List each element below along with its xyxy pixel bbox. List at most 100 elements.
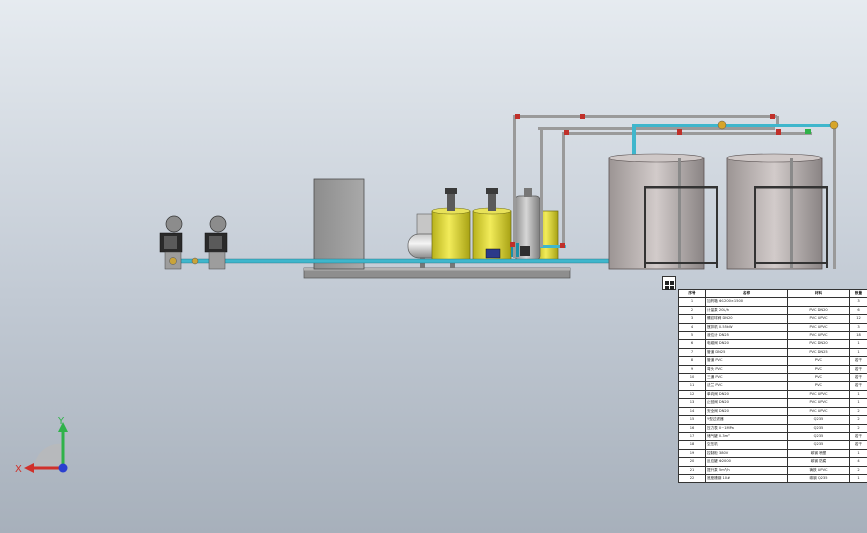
bom-cell-material: PVC UPVC: [787, 322, 850, 333]
bom-header-row: 序号 名称 材料 数量: [678, 288, 867, 299]
bom-cell-index: 3: [678, 314, 706, 324]
tank-platform-2[interactable]: [754, 186, 828, 268]
control-cabinet[interactable]: [313, 178, 365, 270]
table-anchor-move-icon[interactable]: [662, 276, 676, 290]
bom-cell-index: 20: [678, 457, 706, 467]
bom-cell-qty: 1: [849, 473, 867, 484]
bom-cell-name: 计量泵 20L/h: [705, 305, 788, 316]
base-skid[interactable]: [303, 267, 571, 279]
bom-header-index: 序号: [678, 288, 706, 299]
bom-cell-qty: 2: [849, 465, 867, 475]
bom-cell-name: 止回阀 DN20: [705, 398, 788, 408]
bom-cell-name: 管道 DN25: [705, 347, 788, 358]
bom-cell-name: 电磁阀 DN20: [705, 339, 788, 349]
bom-cell-qty: 1: [849, 347, 867, 358]
bom-cell-material: Q235: [787, 440, 850, 450]
bom-cell-index: 6: [678, 339, 706, 349]
axis-y-label: Y: [57, 416, 65, 427]
bom-cell-qty: 若干: [849, 373, 867, 383]
bom-cell-name: 搅拌机 0.55kW: [705, 322, 788, 333]
bom-cell-material: PVC: [787, 364, 850, 375]
bom-cell-index: 11: [678, 381, 706, 391]
reaction-tank-2[interactable]: [726, 153, 823, 270]
bom-cell-index: 4: [678, 322, 706, 333]
bom-cell-material: Q235: [787, 415, 850, 425]
bom-cell-qty: 1: [849, 339, 867, 349]
bom-cell-material: PVC DN20: [787, 339, 850, 349]
bom-cell-qty: 12: [849, 314, 867, 324]
bom-cell-qty: 2: [849, 423, 867, 433]
bom-cell-name: 底座槽钢 10#: [705, 473, 788, 484]
bom-header-material: 材料: [787, 288, 850, 299]
bom-cell-qty: 1: [849, 448, 867, 459]
tank-platform-1[interactable]: [644, 186, 718, 268]
bom-cell-qty: 6: [849, 305, 867, 316]
bom-cell-index: 18: [678, 440, 706, 450]
bom-cell-index: 10: [678, 373, 706, 383]
axis-x-arrow: [24, 463, 34, 473]
bom-cell-index: 16: [678, 423, 706, 433]
bom-cell-material: 碳钢 喷塑: [787, 448, 850, 459]
bom-header-qty: 数量: [849, 288, 867, 299]
bom-cell-material: PVC: [787, 373, 850, 383]
lift-pump-2[interactable]: [191, 215, 228, 270]
bom-cell-name: 控制柜 380V: [705, 448, 788, 459]
bom-cell-qty: 3: [849, 322, 867, 333]
bom-cell-qty: 若干: [849, 440, 867, 450]
coordinate-triad-icon: Y X: [15, 416, 68, 475]
bom-cell-material: PVC UPVC: [787, 389, 850, 400]
bom-cell-qty: 2: [849, 415, 867, 425]
bom-cell-name: 空压机: [705, 440, 788, 450]
bom-cell-qty: 若干: [849, 381, 867, 391]
axis-y-arrow: [58, 422, 68, 432]
bom-cell-name: 单向阀 DN20: [705, 389, 788, 400]
bom-cell-name: 管道 PVC: [705, 356, 788, 366]
bom-cell-qty: 18: [849, 331, 867, 341]
bom-cell-qty: 3: [849, 297, 867, 307]
bom-cell-index: 2: [678, 305, 706, 316]
dosing-tank-1[interactable]: [431, 188, 471, 262]
bom-cell-index: 8: [678, 356, 706, 366]
bom-cell-name: 安全阀 DN20: [705, 406, 788, 417]
bom-cell-index: 19: [678, 448, 706, 459]
axis-z-dot: [58, 463, 68, 473]
bom-cell-material: 碳钢 防腐: [787, 457, 850, 467]
bom-cell-material: Q235: [787, 423, 850, 433]
lift-pump-1[interactable]: [159, 215, 183, 270]
bom-cell-qty: 若干: [849, 431, 867, 442]
bom-cell-index: 15: [678, 415, 706, 425]
reaction-tank-1[interactable]: [608, 153, 705, 270]
bom-header-name: 名称: [705, 288, 788, 299]
bom-cell-name: 法兰 PVC: [705, 381, 788, 391]
bom-cell-qty: 2: [849, 406, 867, 417]
main-feed-pipe[interactable]: [167, 258, 639, 264]
bom-cell-name: Y型过滤器: [705, 415, 788, 425]
bom-cell-qty: 若干: [849, 364, 867, 375]
